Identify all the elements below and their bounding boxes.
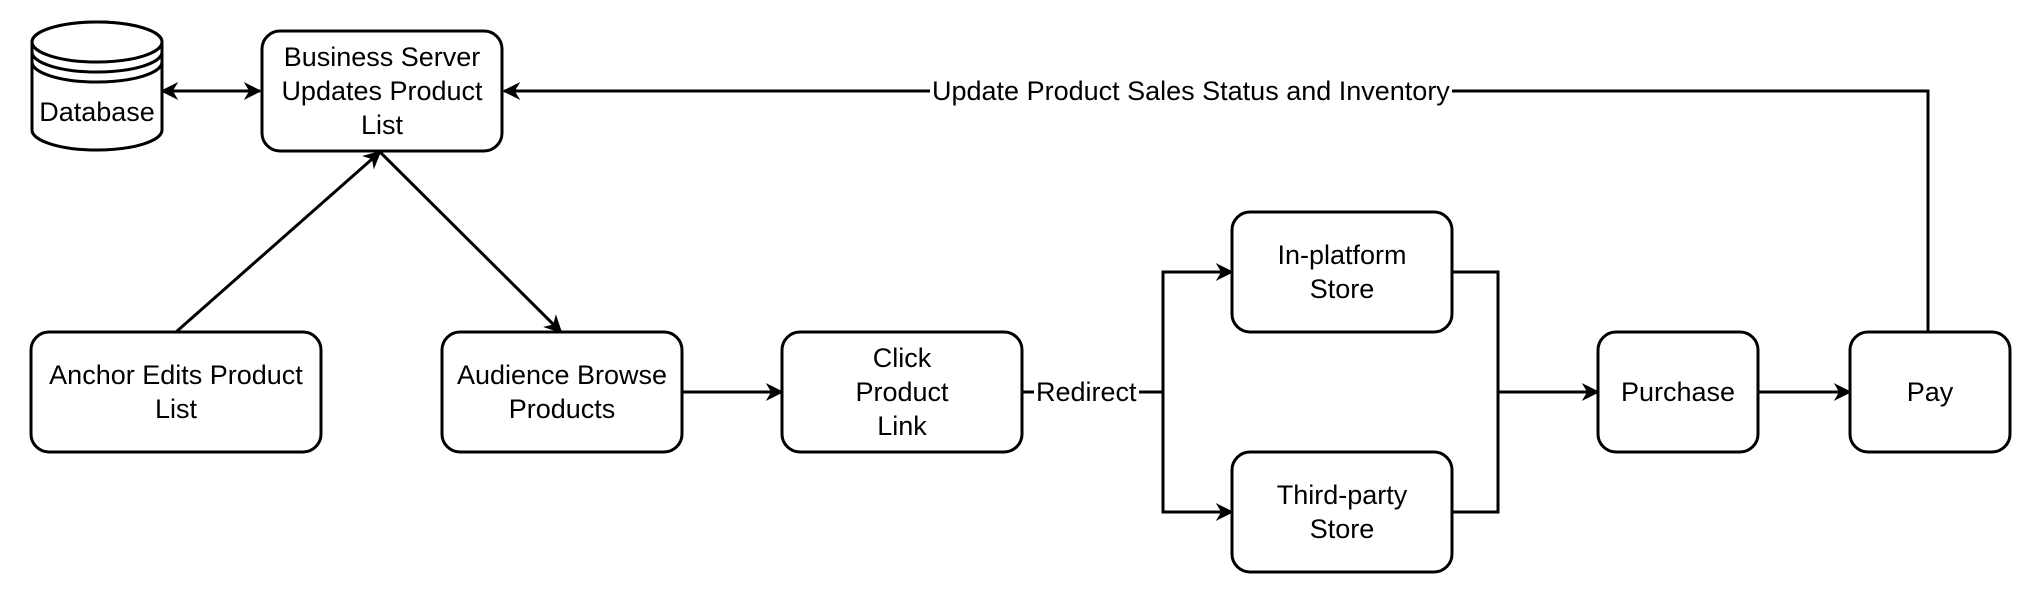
- third-party-store-box: [1230, 450, 1454, 574]
- business-server-box: [260, 29, 504, 153]
- click-link-label: Click Product Link: [855, 343, 949, 441]
- click-link-box: [780, 330, 1024, 454]
- anchor-edits-box: [29, 330, 323, 454]
- edge-anchor-to-server: [175, 150, 382, 334]
- pay-box: [1848, 330, 2012, 454]
- database-label: Database: [39, 97, 155, 127]
- purchase-label: Purchase: [1620, 377, 1736, 407]
- business-server-label: Business Server Updates Product List: [281, 42, 483, 140]
- edge-redirect-to-inplatform: [1023, 263, 1234, 394]
- update-status-label: Update Product Sales Status and Inventor…: [930, 74, 1452, 108]
- redirect-label: Redirect: [1034, 375, 1139, 409]
- in-platform-store-box: [1230, 210, 1454, 334]
- edge-pay-to-server: [502, 82, 1930, 332]
- in-platform-store-label: In-platform Store: [1277, 240, 1407, 304]
- edge-inplatform-merge: [1452, 270, 1500, 514]
- third-party-store-label: Third-party Store: [1276, 480, 1408, 544]
- audience-browse-label: Audience Browse Products: [456, 360, 668, 424]
- purchase-box: [1596, 330, 1760, 454]
- pay-label: Pay: [1906, 377, 1954, 407]
- edge-redirect-to-thirdparty: [1161, 392, 1234, 521]
- edge-server-to-audience: [378, 150, 563, 334]
- database-cylinder: [30, 20, 164, 152]
- audience-browse-box: [440, 330, 684, 454]
- anchor-edits-label: Anchor Edits Product List: [49, 360, 303, 424]
